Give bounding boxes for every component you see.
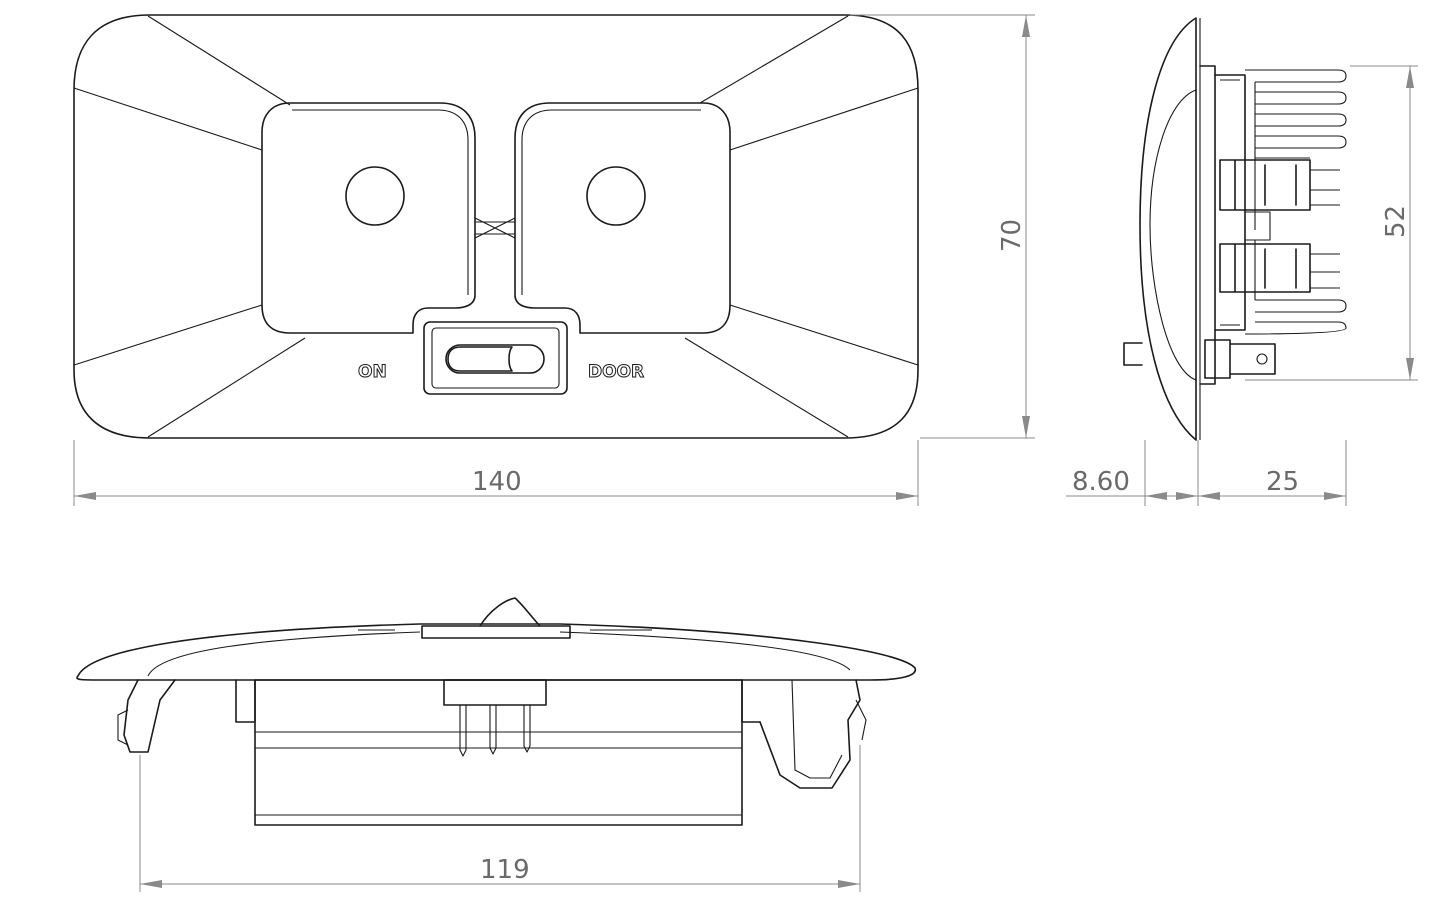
dim-70: 70 (997, 219, 1027, 252)
dim-52: 52 (1381, 205, 1411, 238)
right-led-circle (586, 166, 646, 226)
side-housing (1214, 74, 1246, 331)
left-lens-inner (292, 109, 469, 295)
right-lens-inner (521, 109, 701, 295)
bottom-switch (421, 597, 571, 639)
front-plate-outline (73, 14, 919, 439)
side-flange-inner (1149, 89, 1197, 381)
bottom-right-clip (759, 679, 861, 789)
bottom-housing (254, 679, 743, 826)
heat-sink-fins (1244, 69, 1347, 335)
side-switch-nub (1123, 342, 1143, 366)
switch-knob (447, 346, 513, 372)
left-lens (261, 102, 476, 334)
side-flange (1139, 17, 1197, 441)
front-bevel-lines (73, 15, 919, 438)
switch-slot (445, 344, 545, 374)
switch-bezel (431, 327, 560, 389)
side-depth-dimensions: 8.60 25 (1066, 440, 1347, 506)
dim-140: 140 (472, 467, 522, 497)
side-mount-plate (1199, 65, 1216, 385)
side-view (1123, 17, 1347, 441)
dim-25: 25 (1266, 467, 1299, 497)
bottom-width-dimension: 119 (139, 745, 861, 892)
lens-bridge (474, 217, 516, 239)
right-lens (514, 102, 731, 334)
front-width-dimension: 140 (73, 440, 919, 506)
bottom-left-clip (123, 679, 176, 753)
dim-8-60: 8.60 (1072, 467, 1130, 497)
lower-connector (1219, 243, 1311, 293)
bottom-pins (459, 705, 531, 757)
bottom-cover-profile (76, 623, 916, 681)
label-on: ON (358, 362, 387, 382)
switch-housing (423, 321, 568, 395)
left-led-circle (345, 166, 405, 226)
bottom-view (76, 597, 916, 826)
front-view: ON DOOR (73, 14, 919, 439)
bottom-connector (443, 679, 547, 706)
upper-connector (1219, 159, 1311, 211)
dim-119: 119 (480, 855, 530, 885)
front-height-dimension: 70 (850, 14, 1035, 439)
side-height-dimension: 52 (1245, 65, 1418, 381)
label-door: DOOR (588, 362, 644, 382)
side-terminal (1204, 339, 1276, 379)
